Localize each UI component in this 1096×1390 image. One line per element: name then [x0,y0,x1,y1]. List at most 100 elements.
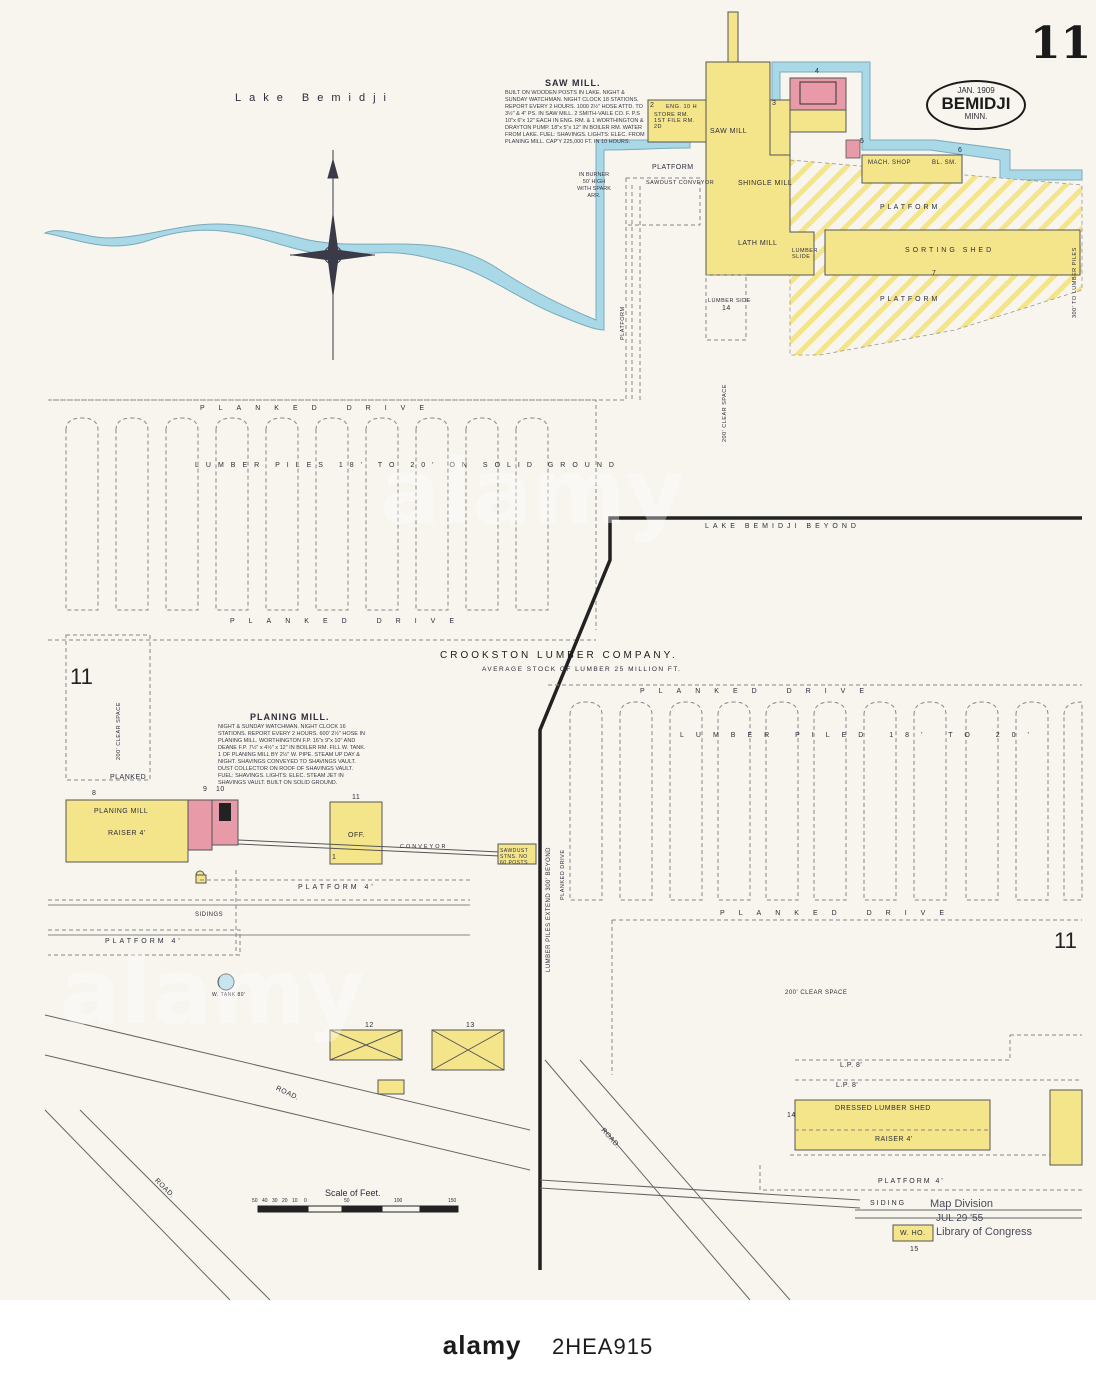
building-number: 1 [332,854,337,861]
platform-4-label: PLATFORM 4' [298,884,376,891]
image-code: 2HEA915 [552,1334,654,1359]
office-building [329,801,383,865]
platform-upper-label: P L A T F O R M [880,204,938,211]
scale-tick: 0 [304,1198,307,1204]
company-stock: AVERAGE STOCK OF LUMBER 25 MILLION FT. [482,666,682,673]
sawdust-conveyor-label: SAWDUST CONVEYOR [646,180,715,186]
planing-mill-notes: NIGHT & SUNDAY WATCHMAN. NIGHT CLOCK 16 … [218,724,366,786]
building-number: 13 [466,1022,475,1029]
block-number-left: 11 [70,664,93,689]
map-division-stamp: Map Division [930,1198,993,1210]
lumber-side-label: LUMBER SIDE [708,298,751,304]
building-number: 11 [352,794,361,801]
planked-drive-top-label: PLANKED DRIVE [200,405,439,412]
building-number: 12 [365,1022,374,1029]
map-drawing [43,11,1083,1300]
footer-bar: alamy 2HEA915 [0,1300,1096,1390]
roads [44,1014,1082,1300]
scale-tick: 50 [344,1198,350,1204]
lake-shoreline [43,61,1083,331]
clear-space-lower-label: 200' CLEAR SPACE [785,990,848,996]
lake-label: Lake Bemidji [235,92,394,104]
platform-4b-label: PLATFORM 4' [105,938,183,945]
engine-room-label: ENG. 10 H [666,104,698,110]
planked-drive-bottom-label: PLANKED DRIVE [720,910,959,917]
planing-mill-building [65,799,189,863]
block-number-right: 11 [1054,928,1077,953]
scale-tick: 10 [292,1198,298,1204]
dressed-lumber-shed-label: DRESSED LUMBER SHED [835,1105,931,1112]
sheet-date: JAN. 1909 [957,86,995,95]
raiser-label: RAISER 4' [108,830,146,837]
to-lumber-piles-label: 300' TO LUMBER PILES [1072,247,1078,318]
building-number: 8 [92,790,97,797]
platform-4c-label: PLATFORM 4' [878,1178,945,1185]
platform-vertical-label: PLATFORM [620,306,626,340]
bl-sm-label: BL. SM. [932,160,957,166]
lumber-piles-label: LUMBER PILES 18' TO 20' ON SOLID GROUND [195,462,621,469]
footer-brand: alamy 2HEA915 [0,1330,1096,1361]
sorting-shed-label: SORTING SHED [905,247,995,254]
clear-space-label: 200' CLEAR SPACE [722,384,728,442]
platform-lower-label: P L A T F O R M [880,296,938,303]
water-tank [217,973,235,991]
planing-mill-building-label: PLANING MILL [94,808,149,815]
lumber-piles-lower [548,684,1083,1191]
scale-tick: 100 [394,1198,403,1204]
dressed-lumber-shed [794,1099,991,1151]
compass-rose [290,150,375,360]
lake-beyond-label: LAKE BEMIDJI BEYOND [705,523,860,530]
building-number: 3 [772,100,777,107]
building-number: 2 [650,102,655,109]
lp8b-label: L.P. 8' [836,1082,859,1089]
saw-mill-notes: BUILT ON WOODEN POSTS IN LAKE. NIGHT & S… [505,90,645,145]
clear-space-left-label: 200' CLEAR SPACE [116,702,122,760]
scale-tick: 50 [252,1198,258,1204]
scale-tick: 20 [282,1198,288,1204]
planing-mill-title: PLANING MILL. [250,712,330,722]
library-stamp: Library of Congress [936,1226,1032,1238]
building-number: 6 [958,147,963,154]
lumber-slide-label: LUMBER SLIDE [792,248,818,260]
block-boundary [538,516,1082,1270]
saw-mill-title: SAW MILL. [545,78,601,88]
burner-note: IN BURNER 50' HIGH WITH SPARK ARR. [577,172,611,199]
mach-shop-label: MACH. SHOP [868,160,912,166]
company-name: CROOKSTON LUMBER COMPANY. [440,650,678,661]
sawdust-stns-label: SAWDUST STNS. NO 60 POSTS [500,848,529,866]
lath-mill-label: LATH MILL [738,240,778,247]
planked-drive-mid-label: PLANKED DRIVE [230,618,469,625]
planked-label: PLANKED [110,774,147,781]
brand-name: alamy [442,1330,522,1360]
city-cartouche: JAN. 1909 BEMIDJI MINN. [926,80,1026,130]
saw-mill-building-label: SAW MILL [710,128,748,135]
lp8a-label: L.P. 8' [840,1062,863,1069]
building-number: 14 [722,305,731,312]
building-number: 10 [216,786,225,793]
water-tank-label: W. TANK 80' [212,992,246,998]
lumber-piled-label: LUMBER PILED 18' TO 20' [680,732,1041,739]
conveyor-label: CONVEYOR [400,844,448,850]
stamp-date: JUL 29 '55 [936,1213,984,1224]
office-label: OFF. [348,832,366,839]
planked-drive-lower-label: PLANKED DRIVE [640,688,879,695]
scale-tick: 40 [262,1198,268,1204]
raiser-4-label: RAISER 4' [875,1136,913,1143]
lumber-piles-extend-label: LUMBER PILES EXTEND 300' BEYOND [546,846,552,972]
scale-bar [257,1205,459,1213]
planked-drive-vertical-label: PLANKED DRIVE [560,849,566,900]
shingle-mill-label: SHINGLE MILL [738,180,793,187]
lumber-piles-upper [48,399,597,781]
city-name: BEMIDJI [941,94,1011,113]
sheet-number: 11 [1030,18,1092,69]
building-number: 5 [860,138,865,145]
scale-tick: 150 [448,1198,457,1204]
siding-label: SIDING [870,1200,907,1207]
map-sheet: 11 JAN. 1909 BEMIDJI MINN. Lake Bemidji … [0,0,1096,1300]
building-number: 14 [787,1112,796,1119]
building-number: 4 [815,68,820,75]
platform-label: PLATFORM [652,164,694,171]
scale-title: Scale of Feet. [325,1188,381,1198]
state-name: MINN. [964,112,988,121]
w-ho-label: W. HO. [900,1230,926,1237]
